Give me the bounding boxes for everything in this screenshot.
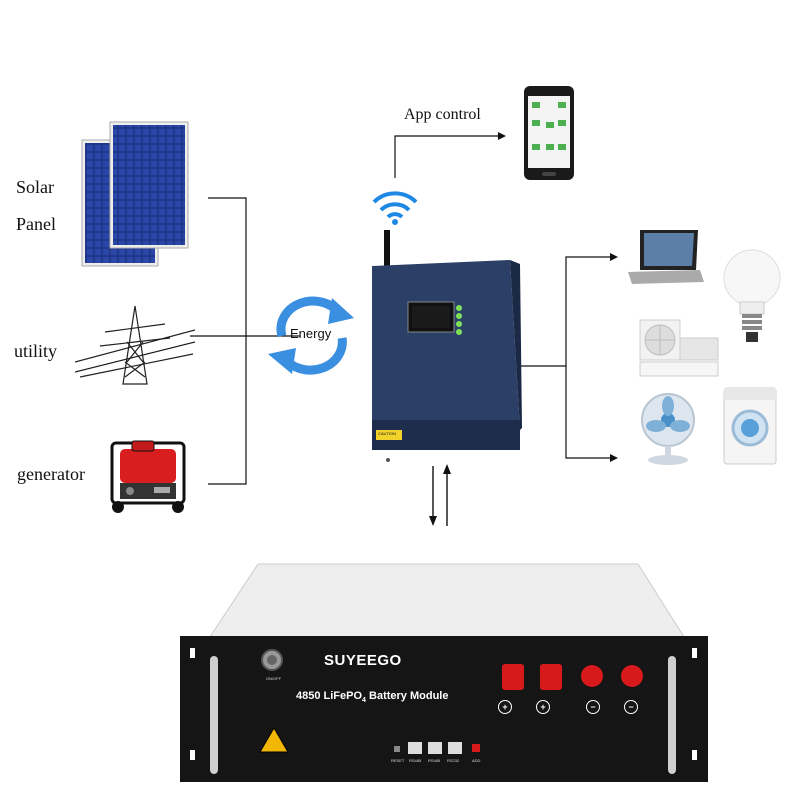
energy-label: Energy [290, 326, 332, 341]
solar-label-line1: Solar [16, 177, 54, 197]
solar-panel-image [81, 121, 189, 267]
battery-module-image [180, 563, 708, 782]
laptop-image [628, 230, 704, 284]
battery-module-title: 4850 LiFePO4 Battery Module [296, 690, 449, 705]
light-bulb-image [723, 249, 781, 342]
port-rs485b-label: RS485 [428, 758, 441, 763]
utility-label: utility [14, 341, 58, 361]
battery-switch-label: ON/OFF [266, 676, 282, 681]
utility-tower-image [75, 305, 195, 385]
app-control-label: App control [404, 106, 481, 123]
generator-label: generator [17, 464, 85, 484]
port-reset-label: RESET [391, 758, 405, 763]
port-rs485a-label: RS485 [409, 758, 422, 763]
washing-machine-image [723, 387, 777, 465]
terminal-signs: + + − − [496, 700, 646, 716]
terminal-sign-3: − [586, 700, 600, 714]
terminal-sign-1: + [498, 700, 512, 714]
air-conditioner-image [639, 319, 719, 377]
generator-image [110, 440, 186, 513]
port-add-label: ADD [472, 758, 481, 763]
energy-cycle-icon [268, 296, 354, 375]
solar-label-line2: Panel [16, 214, 56, 234]
terminal-sign-4: − [624, 700, 638, 714]
battery-brand: SUYEEGO [324, 652, 402, 669]
caution-label: CAUTION [378, 431, 396, 436]
wifi-icon [372, 191, 418, 225]
terminal-sign-2: + [536, 700, 550, 714]
fan-image [641, 393, 695, 465]
port-rs232-label: RS232 [447, 758, 460, 763]
smartphone-image [524, 86, 574, 180]
inverter-image [372, 230, 522, 462]
